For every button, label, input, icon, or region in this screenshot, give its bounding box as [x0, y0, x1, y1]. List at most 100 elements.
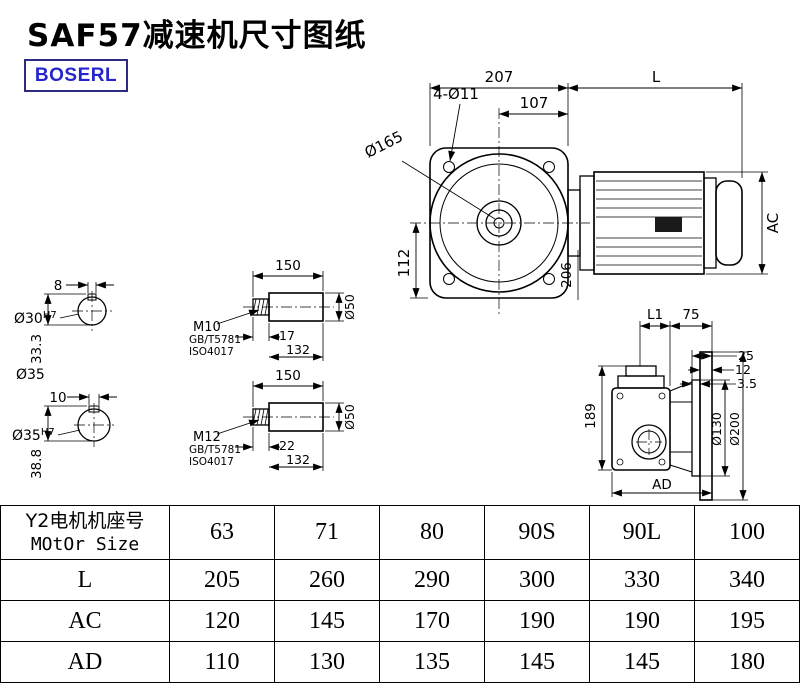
table-cell: 130 — [274, 641, 380, 683]
side-shaft-cover — [631, 424, 667, 460]
motor-body — [567, 171, 743, 275]
motor-size-80: 80 — [379, 505, 485, 560]
bolt-hole — [543, 161, 555, 173]
side-housing-step1 — [617, 375, 665, 389]
dim-38-8: 38.8 — [29, 449, 45, 479]
dim-112: 112 — [395, 249, 413, 278]
table-cell: 110 — [169, 641, 275, 683]
front-view: 207 L 107 4-Ø11 Ø165 112 AC 206 — [362, 68, 782, 316]
table-cell: 205 — [169, 559, 275, 601]
dim-132: 132 — [286, 342, 310, 357]
bore-35-dia: Ø35 — [12, 428, 41, 444]
table-cell: 180 — [694, 641, 800, 683]
dim-L: L — [652, 68, 661, 86]
table-cell: 300 — [484, 559, 590, 601]
table-cell: 260 — [274, 559, 380, 601]
bore-section-35: Ø35 10 Ø35H7 38.8 — [12, 367, 117, 479]
bore-30-dia: Ø30 — [14, 311, 43, 327]
table-header-cell: Y2电机机座号 MOtOr Size — [0, 505, 170, 560]
front-view-dimensions: 207 L 107 4-Ø11 Ø165 112 AC 206 — [362, 68, 782, 300]
dim-150: 150 — [275, 258, 301, 274]
row-label-L: L — [0, 559, 170, 601]
brand-logo: BOSERL — [24, 59, 128, 92]
dim-keyway-10: 10 — [49, 390, 66, 406]
table-cell: 190 — [589, 600, 695, 642]
dim-AD: AD — [652, 477, 672, 493]
standard-iso: ISO4017 — [189, 456, 234, 468]
table-cell: 330 — [589, 559, 695, 601]
size-table: Y2电机机座号 MOtOr Size 63 71 80 90S 90L 100 … — [0, 505, 800, 683]
table-cell: 145 — [589, 641, 695, 683]
thread-label-m12: M12 — [193, 430, 221, 445]
label-O165: Ø165 — [362, 127, 406, 161]
dim-keyway-8: 8 — [54, 278, 63, 294]
keyway-30 — [87, 293, 97, 301]
dim-O50: Ø50 — [342, 294, 357, 320]
dim-O130: Ø130 — [709, 412, 724, 446]
motor-fins — [596, 180, 702, 266]
flange-spigot — [691, 379, 701, 477]
motor-size-90s: 90S — [484, 505, 590, 560]
dim-25: 25 — [738, 348, 754, 363]
table-cell: 290 — [379, 559, 485, 601]
bolt-hole — [543, 273, 555, 285]
thread-label-m10: M10 — [193, 320, 221, 335]
motor-nameplate — [655, 217, 682, 232]
gearbox-housing — [410, 108, 590, 316]
row-label-AC: AC — [0, 600, 170, 642]
table-cell: 195 — [694, 600, 800, 642]
table-cell: 340 — [694, 559, 800, 601]
dim-107: 107 — [520, 94, 549, 112]
table-cell: 190 — [484, 600, 590, 642]
bore-35-top-label: Ø35 — [16, 367, 45, 383]
shaft-m10: 150 M10 GB/T5781 ISO4017 17 132 Ø50 — [189, 258, 357, 361]
motor-size-label-cn: Y2电机机座号 — [25, 509, 145, 532]
dim-75: 75 — [682, 307, 699, 323]
dim-3-5: 3.5 — [737, 376, 757, 391]
row-label-AD: AD — [0, 641, 170, 683]
dim-207: 207 — [485, 68, 514, 86]
motor-size-label-en: MOtOr Size — [30, 533, 140, 555]
table-cell: 120 — [169, 600, 275, 642]
bore-30-label: Ø30H7 — [14, 310, 57, 327]
dim-L1: L1 — [647, 307, 663, 323]
side-view: L1 75 25 12 3.5 189 Ø130 Ø200 — [583, 307, 757, 501]
dim-206: 206 — [559, 262, 575, 288]
dimension-drawing: 207 L 107 4-Ø11 Ø165 112 AC 206 8 — [12, 68, 782, 501]
label-4xO11: 4-Ø11 — [433, 85, 479, 103]
motor-size-90l: 90L — [589, 505, 695, 560]
side-view-dimensions: L1 75 25 12 3.5 189 Ø130 Ø200 — [583, 307, 757, 501]
standard-gb: GB/T5781 — [189, 334, 241, 346]
dim-150: 150 — [275, 368, 301, 384]
dim-132: 132 — [286, 452, 310, 467]
brand-logo-text: BOSERL — [34, 64, 118, 86]
motor-size-63: 63 — [169, 505, 275, 560]
page-title: SAF57减速机尺寸图纸 — [27, 18, 367, 54]
motor-end-ring — [703, 177, 717, 269]
fan-cover — [715, 180, 743, 266]
bolt-hole — [443, 273, 455, 285]
keyway-35 — [88, 405, 100, 413]
bolt-hole — [443, 161, 455, 173]
table-cell: 135 — [379, 641, 485, 683]
motor-frame — [593, 171, 705, 275]
dim-33-3: 33.3 — [29, 334, 45, 364]
dim-AC: AC — [764, 213, 782, 233]
side-housing-step2 — [625, 365, 657, 377]
motor-size-100: 100 — [694, 505, 800, 560]
dim-O50: Ø50 — [342, 404, 357, 430]
table-cell: 145 — [484, 641, 590, 683]
output-flange — [699, 351, 713, 501]
dim-17: 17 — [279, 328, 295, 343]
standard-iso: ISO4017 — [189, 346, 234, 358]
dim-22: 22 — [279, 438, 295, 453]
dim-O200: Ø200 — [727, 412, 742, 446]
bore-30-tolerance: H7 — [43, 310, 57, 321]
table-cell: 170 — [379, 600, 485, 642]
shaft-m12: 150 M12 GB/T5781 ISO4017 22 132 Ø50 — [189, 368, 357, 471]
standard-gb: GB/T5781 — [189, 444, 241, 456]
table-cell: 145 — [274, 600, 380, 642]
bore-section-30: 8 Ø30H7 33.3 — [14, 278, 114, 364]
dim-189: 189 — [583, 403, 599, 429]
motor-size-71: 71 — [274, 505, 380, 560]
